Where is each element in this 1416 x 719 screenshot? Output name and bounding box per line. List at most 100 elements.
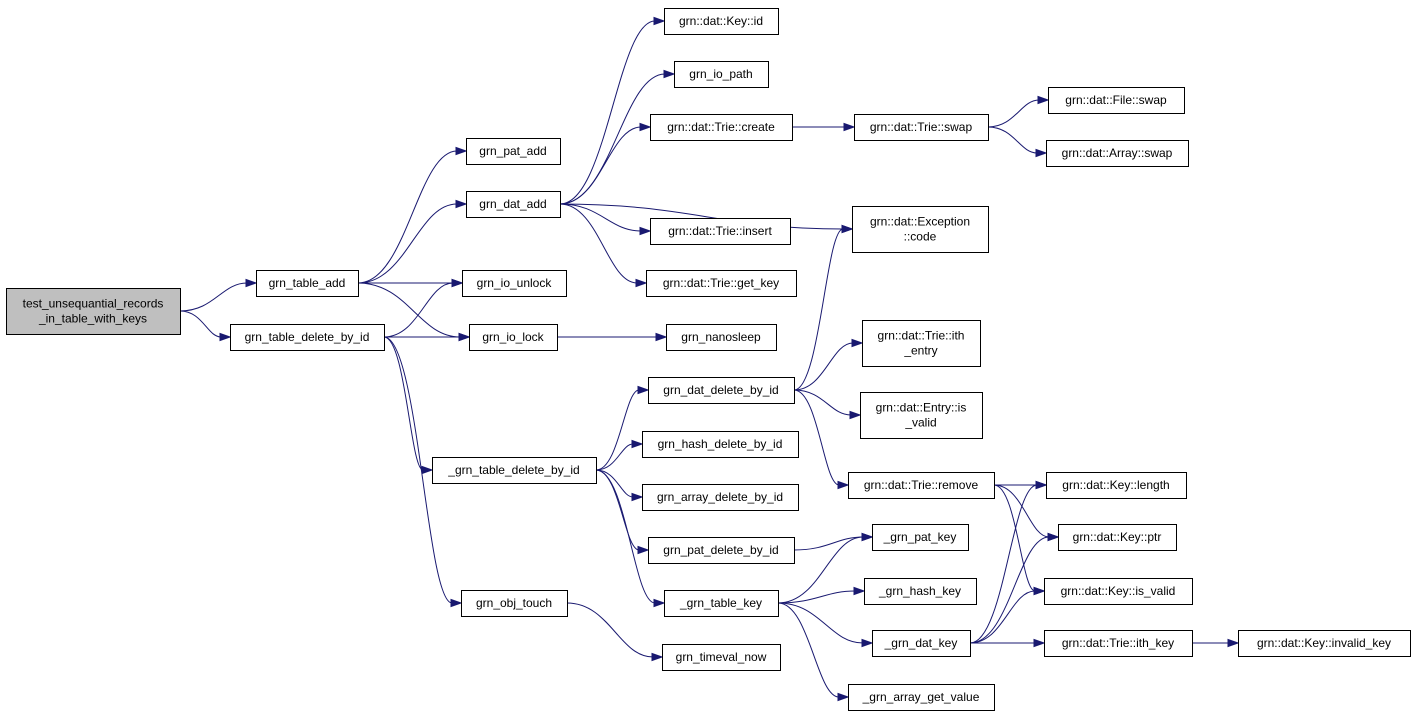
node--hash-key[interactable]: _grn_hash_key [864, 578, 977, 605]
node-trie-swap[interactable]: grn::dat::Trie::swap [854, 114, 989, 141]
node-label: grn::dat::Key::is_valid [1061, 584, 1176, 598]
arrowhead [451, 278, 464, 288]
node-key-length[interactable]: grn::dat::Key::length [1046, 472, 1187, 499]
node-key-ptr[interactable]: grn::dat::Key::ptr [1058, 524, 1177, 551]
node-box [1058, 524, 1177, 551]
node-label: _grn_table_delete_by_id [447, 463, 579, 477]
node-label: grn::dat::Trie::get_key [663, 276, 779, 290]
node--table-key[interactable]: _grn_table_key [664, 590, 779, 617]
arrowhead [663, 69, 676, 79]
arrowhead [653, 16, 666, 26]
node-box [852, 206, 989, 253]
node-array-delete-by-id[interactable]: grn_array_delete_by_id [642, 484, 799, 511]
node-trie-insert[interactable]: grn::dat::Trie::insert [650, 218, 791, 245]
node-dat-delete-by-id[interactable]: grn_dat_delete_by_id [648, 377, 795, 404]
node-trie-create[interactable]: grn::dat::Trie::create [650, 114, 793, 141]
arrowhead [637, 545, 650, 555]
node-dat-add[interactable]: grn_dat_add [466, 191, 561, 218]
edge-dat_delete_by_id-to-trie_ith_entry [793, 338, 864, 391]
node-table-add[interactable]: grn_table_add [256, 270, 359, 297]
node-trie-ith-key[interactable]: grn::dat::Trie::ith_key [1044, 630, 1193, 657]
node-trie-ith-entry[interactable]: grn::dat::Trie::ith_entry [862, 320, 981, 367]
edge-line [969, 536, 1050, 644]
node-entry-is-valid[interactable]: grn::dat::Entry::is_valid [860, 392, 983, 439]
edge-line [559, 203, 844, 230]
nodes-layer: test_unsequantial_records_in_table_with_… [6, 8, 1411, 711]
arrowhead [1037, 95, 1050, 105]
node-label: _grn_hash_key [878, 584, 961, 598]
arrowhead [837, 480, 850, 490]
node-box [256, 270, 359, 297]
node-label: grn_obj_touch [476, 596, 552, 610]
edge-line [559, 203, 638, 284]
node-label: grn_io_path [689, 67, 752, 81]
arrowhead [1033, 638, 1046, 648]
edge-_table_key-to-_hash_key [777, 586, 866, 604]
edge-line [993, 484, 1050, 538]
edge-_table_key-to-_array_get_value [777, 602, 850, 702]
node--array-get-value[interactable]: _grn_array_get_value [848, 684, 995, 711]
node-key-id[interactable]: grn::dat::Key::id [664, 8, 779, 35]
node-nanosleep[interactable]: grn_nanosleep [666, 324, 777, 351]
node-timeval-now[interactable]: grn_timeval_now [662, 644, 781, 671]
node-trie-get-key[interactable]: grn::dat::Trie::get_key [646, 270, 797, 297]
edge-table_add-to-dat_add [357, 199, 468, 284]
node-exception-code[interactable]: grn::dat::Exception::code [852, 206, 989, 253]
node-box [862, 320, 981, 367]
node-box [860, 392, 983, 439]
node-file-swap[interactable]: grn::dat::File::swap [1048, 87, 1185, 114]
arrowhead [245, 278, 258, 288]
node-label: _grn_pat_key [883, 530, 957, 544]
node--table-delete-by-id[interactable]: _grn_table_delete_by_id [432, 457, 597, 484]
edge-trie_create-to-trie_swap [792, 122, 856, 132]
node-box [1238, 630, 1411, 657]
arrowhead [631, 492, 644, 502]
node-key-invalid-key[interactable]: grn::dat::Key::invalid_key [1238, 630, 1411, 657]
node-key-is-valid[interactable]: grn::dat::Key::is_valid [1044, 578, 1193, 605]
node-pat-add[interactable]: grn_pat_add [466, 138, 561, 165]
edge-line [595, 469, 634, 498]
edge-line [793, 228, 844, 391]
node-label: grn::dat::Trie::remove [864, 478, 979, 492]
node-trie-remove[interactable]: grn::dat::Trie::remove [848, 472, 995, 499]
node-box [642, 484, 799, 511]
edge-dat_delete_by_id-to-exception_code [793, 224, 854, 391]
arrowhead [1035, 148, 1048, 158]
node-label: grn_timeval_now [676, 650, 767, 664]
edge-line [559, 20, 656, 205]
node-table-delete-by-id[interactable]: grn_table_delete_by_id [230, 324, 385, 351]
node-label: grn_nanosleep [681, 330, 761, 344]
edge-line [793, 536, 864, 551]
node-box [466, 191, 561, 218]
node-box [646, 270, 797, 297]
node-root[interactable]: test_unsequantial_records_in_table_with_… [6, 288, 181, 335]
node-label: grn::dat::Entry::is [876, 401, 967, 415]
node-io-lock[interactable]: grn_io_lock [469, 324, 558, 351]
node--pat-key[interactable]: _grn_pat_key [872, 524, 969, 551]
arrowhead [851, 338, 864, 348]
node-hash-delete-by-id[interactable]: grn_hash_delete_by_id [642, 431, 799, 458]
node-io-path[interactable]: grn_io_path [674, 61, 769, 88]
edge-dat_add-to-trie_insert [559, 203, 652, 236]
edge-_table_delete_by_id-to-array_delete_by_id [595, 469, 644, 502]
node-box [648, 537, 795, 564]
edge-_dat_key-to-key_length [969, 480, 1048, 644]
arrowhead [455, 146, 468, 156]
edge-dat_add-to-trie_get_key [559, 203, 648, 288]
node-io-unlock[interactable]: grn_io_unlock [462, 270, 567, 297]
node-label: grn::dat::Key::length [1062, 478, 1169, 492]
node-label: grn::dat::Trie::insert [668, 224, 772, 238]
node-label: grn::dat::Exception [870, 215, 970, 229]
node-array-swap[interactable]: grn::dat::Array::swap [1046, 140, 1189, 167]
node-pat-delete-by-id[interactable]: grn_pat_delete_by_id [648, 537, 795, 564]
node-label: grn_array_delete_by_id [657, 490, 783, 504]
node-box [1046, 140, 1189, 167]
edge-_dat_key-to-trie_ith_key [970, 638, 1046, 648]
edge-line [777, 590, 856, 604]
node-label: _grn_array_get_value [862, 690, 980, 704]
node-box [872, 630, 971, 657]
node--dat-key[interactable]: _grn_dat_key [872, 630, 971, 657]
node-obj-touch[interactable]: grn_obj_touch [461, 590, 568, 617]
edge-line [566, 602, 654, 658]
node-box [864, 578, 977, 605]
